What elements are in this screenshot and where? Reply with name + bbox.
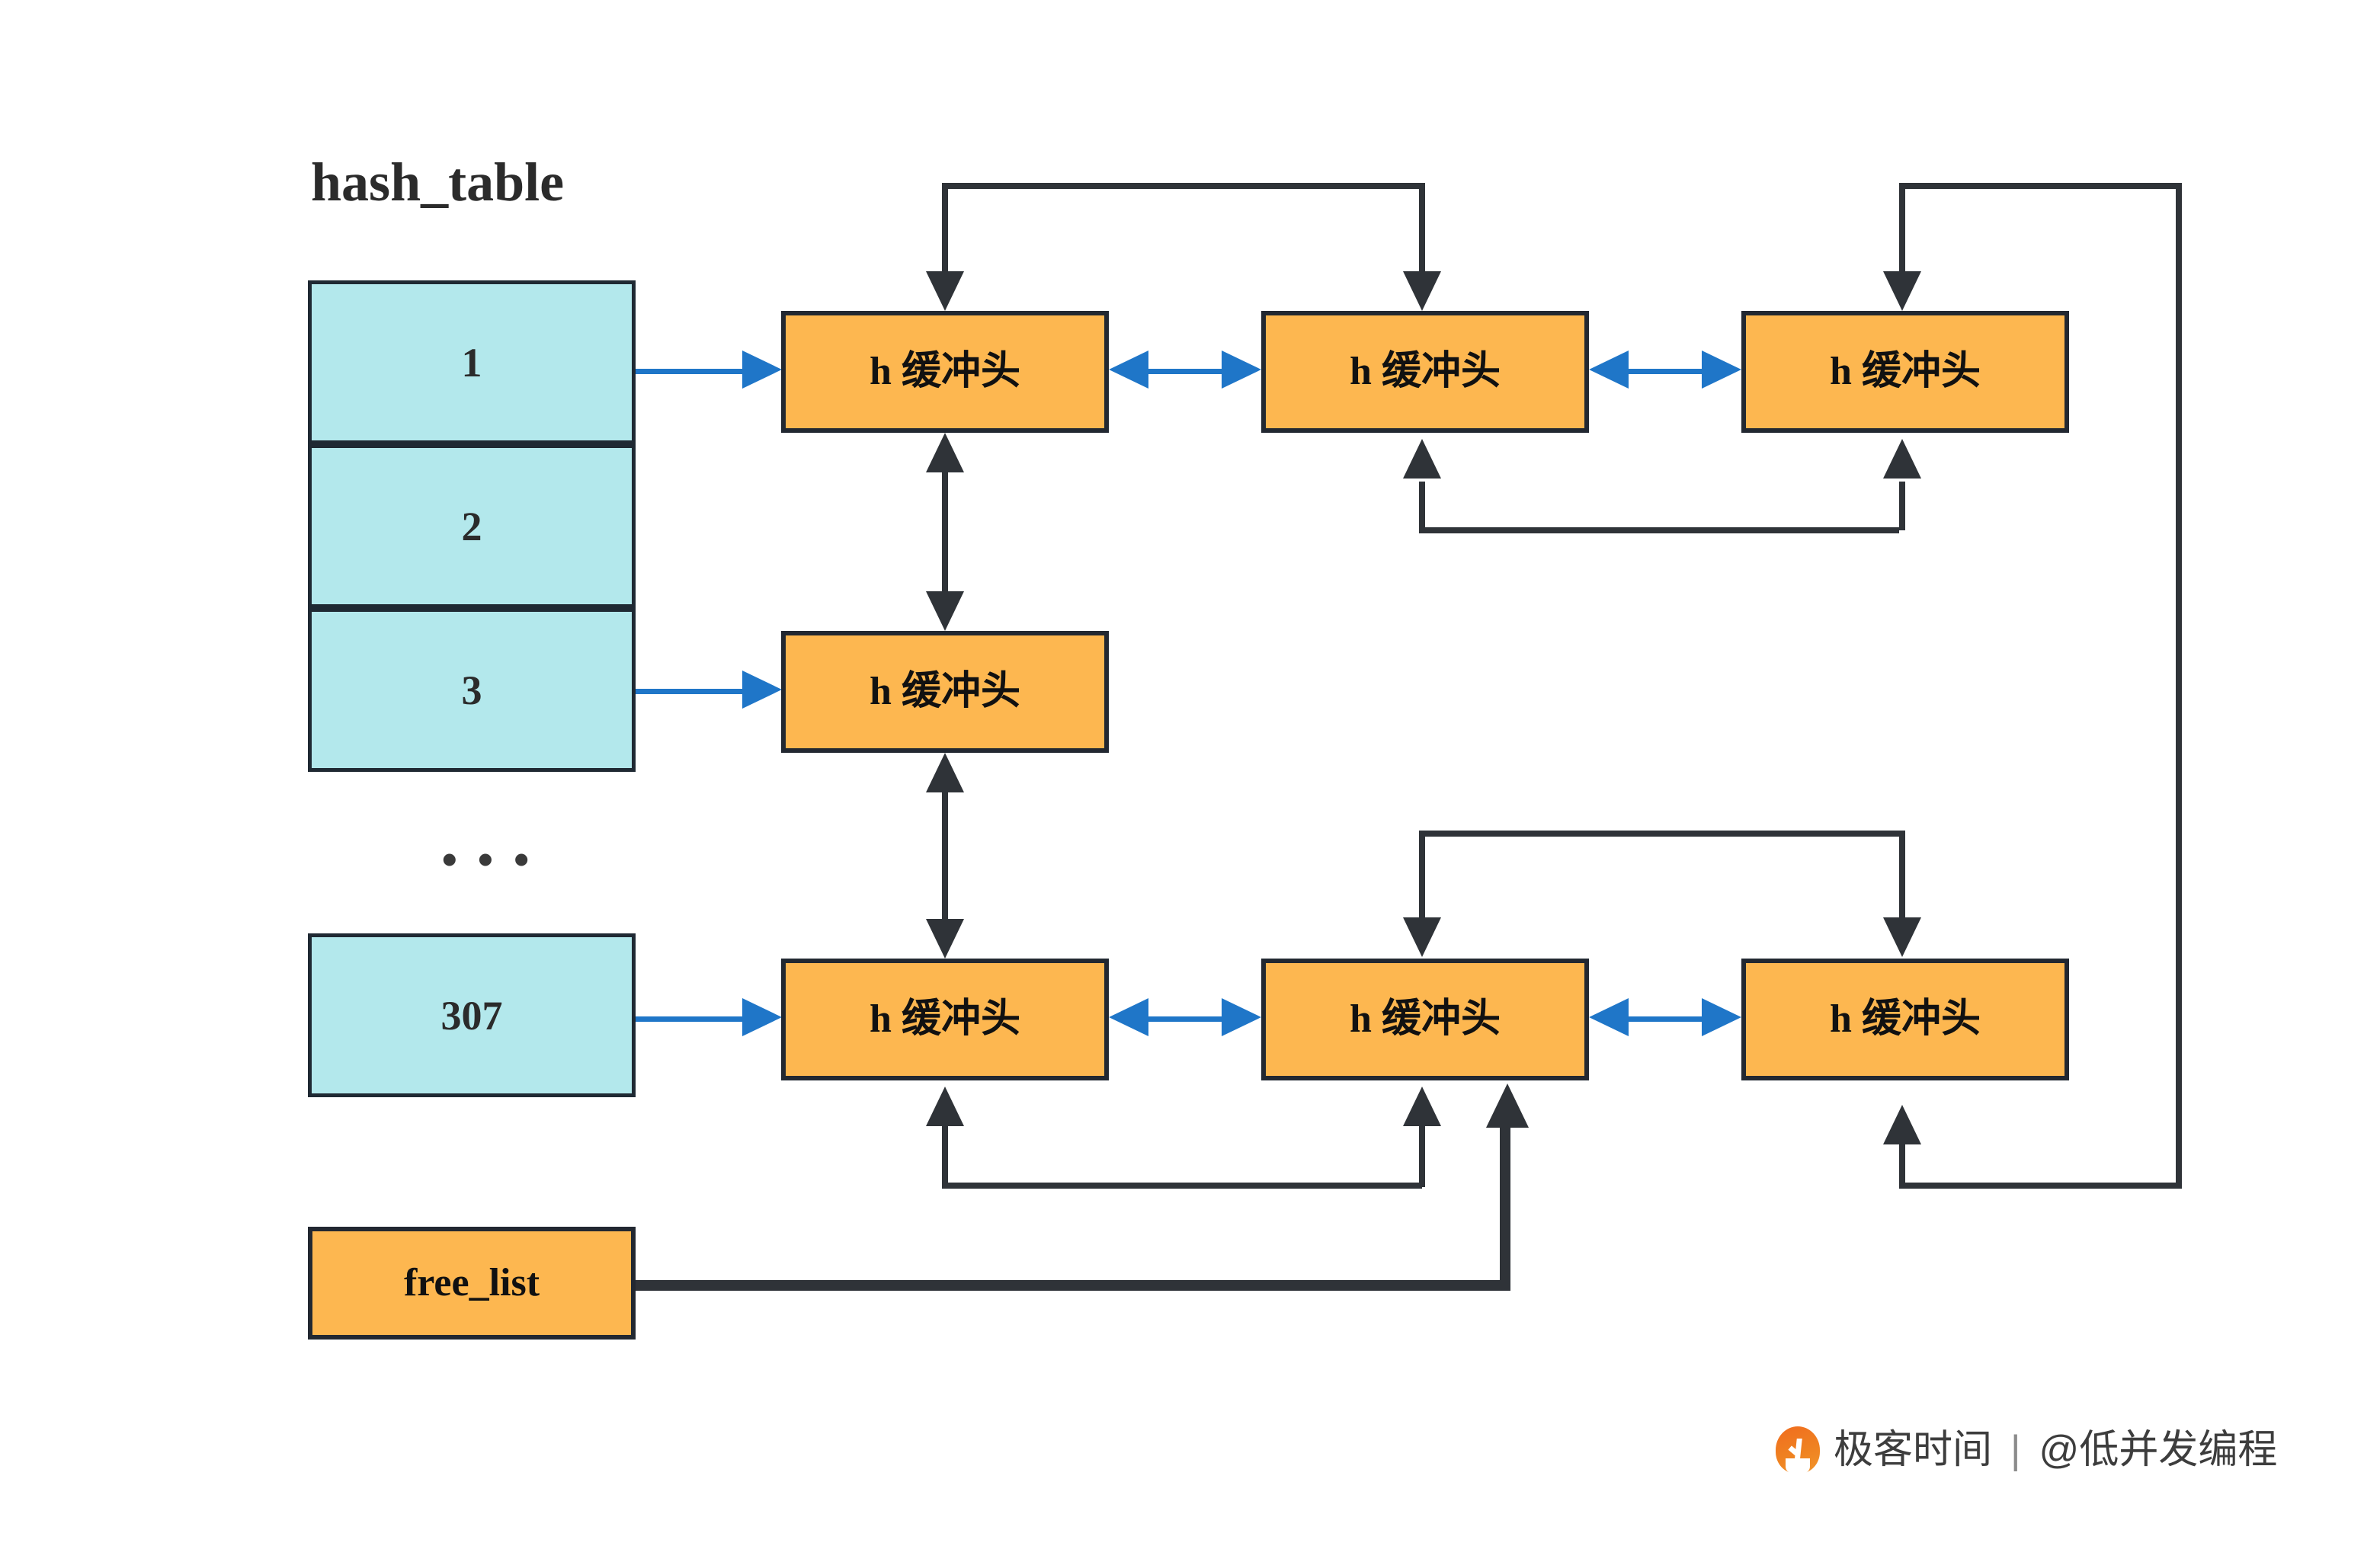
hash-table-cell-label: 1: [461, 339, 482, 386]
route-row1-lower-arrowhead-r1c2: [1403, 439, 1441, 479]
buffer-head-node-r3c1[interactable]: h 缓冲头: [781, 959, 1109, 1080]
route-right-loop-bottom-horizontal: [1899, 1183, 2182, 1189]
route-top-bracket-1-right-leg: [1419, 183, 1425, 278]
route-right-loop-bottom-leg: [1899, 1112, 1905, 1187]
hash-table-cell-3[interactable]: 3: [308, 608, 636, 772]
route-right-loop-top-horizontal: [1899, 183, 2182, 189]
lru-arrowhead-up-r2c1: [926, 753, 964, 792]
lru-link-r1c1-r2c1: [942, 442, 948, 622]
route-row3-lower-left-leg: [942, 1126, 948, 1187]
route-row1-lower-right-leg: [1899, 482, 1905, 530]
route-row3-lower-arrowhead-r3c2: [1403, 1087, 1441, 1126]
hash-table-cell-2[interactable]: 2: [308, 444, 636, 608]
blue-link-r1c1-r1c2: [1143, 369, 1227, 374]
node-label: h 缓冲头: [1350, 350, 1501, 393]
node-label: h 缓冲头: [1830, 997, 1981, 1041]
blue-arrowhead-cell1: [742, 350, 782, 389]
route-row1-lower-bracket-horizontal: [1419, 527, 1899, 533]
free-list-node[interactable]: free_list: [308, 1227, 636, 1340]
lru-link-r2c1-r3c1: [942, 762, 948, 949]
blue-arrowhead-left-r3c2: [1589, 998, 1629, 1036]
node-label: h 缓冲头: [870, 670, 1020, 713]
hash-table-ellipsis: • • •: [442, 835, 533, 883]
hash-table-cell-label: 3: [461, 667, 482, 713]
blue-link-r1c2-r1c3: [1623, 369, 1707, 374]
node-label: h 缓冲头: [870, 997, 1020, 1041]
buffer-head-node-r1c3[interactable]: h 缓冲头: [1741, 311, 2069, 433]
node-label: h 缓冲头: [1350, 997, 1501, 1041]
blue-link-r3c2-r3c3: [1623, 1016, 1707, 1022]
free-list-connector-horizontal: [633, 1280, 1510, 1291]
route-row3-upper-right-leg: [1899, 831, 1905, 920]
blue-link-r3c1-r3c2: [1143, 1016, 1227, 1022]
node-label: h 缓冲头: [1830, 350, 1981, 393]
lru-arrowhead-down-r3c1: [926, 919, 964, 959]
page-title: hash_table: [311, 152, 565, 213]
watermark: 极客时间 | @低并发编程: [1776, 1426, 2278, 1475]
blue-arrowhead-right-r1c3: [1702, 350, 1741, 389]
blue-connector-cell307: [636, 1016, 742, 1022]
route-top-bracket-1-horizontal: [942, 183, 1425, 189]
free-list-arrowhead: [1486, 1083, 1529, 1128]
route-right-loop-left-leg: [1899, 183, 1905, 278]
node-label: h 缓冲头: [870, 350, 1020, 393]
hash-table-cell-1[interactable]: 1: [308, 280, 636, 444]
route-row3-upper-bracket-horizontal: [1419, 831, 1899, 837]
route-top-bracket-1-left-leg: [942, 183, 948, 278]
buffer-head-node-r1c2[interactable]: h 缓冲头: [1261, 311, 1589, 433]
route-row3-upper-left-leg: [1419, 831, 1425, 920]
route-row3-lower-bracket-horizontal: [942, 1183, 1422, 1189]
route-right-loop-spine: [2176, 183, 2182, 1189]
hash-table-column: 1 2 3: [308, 280, 636, 772]
blue-connector-cell1: [636, 369, 742, 374]
geekbang-logo-icon: [1776, 1426, 1820, 1475]
lru-arrowhead-up-r1c1: [926, 433, 964, 472]
route-right-arrowhead-up-r3c3: [1883, 1105, 1921, 1144]
free-list-connector-vertical: [1500, 1126, 1510, 1285]
watermark-brand: 极客时间: [1834, 1428, 1993, 1472]
buffer-head-node-r1c1[interactable]: h 缓冲头: [781, 311, 1109, 433]
route-row3-lower-right-leg: [1419, 1126, 1425, 1187]
route-row1-lower-left-leg: [1419, 482, 1425, 530]
route-row3-lower-arrowhead-r3c1: [926, 1087, 964, 1126]
blue-arrowhead-left-r1c1: [1109, 350, 1148, 389]
buffer-head-node-r3c2[interactable]: h 缓冲头: [1261, 959, 1589, 1080]
blue-arrowhead-cell307: [742, 998, 782, 1036]
blue-arrowhead-left-r3c1: [1109, 998, 1148, 1036]
route-row3-upper-arrowhead-r3c2: [1403, 917, 1441, 957]
blue-arrowhead-right-r3c2: [1222, 998, 1261, 1036]
free-list-label: free_list: [403, 1261, 540, 1304]
hash-table-cell-307[interactable]: 307: [308, 933, 636, 1097]
lru-arrowhead-down-r2c1: [926, 591, 964, 631]
buffer-head-node-r2c1[interactable]: h 缓冲头: [781, 631, 1109, 753]
blue-arrowhead-left-r1c2: [1589, 350, 1629, 389]
watermark-separator: |: [2010, 1428, 2021, 1472]
buffer-head-node-r3c3[interactable]: h 缓冲头: [1741, 959, 2069, 1080]
hash-table-cell-label: 307: [440, 992, 503, 1039]
hash-table-cell-label: 2: [461, 503, 482, 549]
route-row1-lower-arrowhead-r1c3: [1883, 439, 1921, 479]
blue-arrowhead-right-r3c3: [1702, 998, 1741, 1036]
route-right-arrowhead-r1c3: [1883, 271, 1921, 311]
route-row3-upper-arrowhead-r3c3: [1883, 917, 1921, 957]
blue-arrowhead-right-r1c2: [1222, 350, 1261, 389]
blue-arrowhead-cell3: [742, 671, 782, 709]
route-top-arrowhead-r1c1: [926, 271, 964, 311]
route-top-arrowhead-r1c2: [1403, 271, 1441, 311]
watermark-handle: @低并发编程: [2039, 1428, 2278, 1472]
blue-connector-cell3: [636, 689, 742, 694]
